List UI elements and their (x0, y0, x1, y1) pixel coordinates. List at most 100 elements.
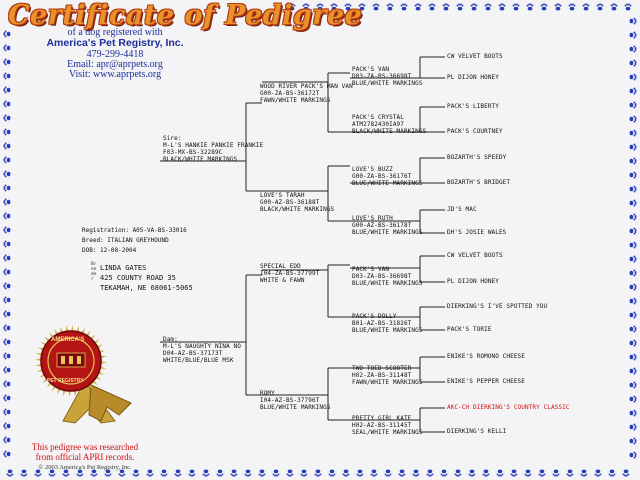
sss-color: BLUE/WHITE MARKINGS (352, 80, 423, 87)
dam-reg: D04-AZ-BS-37173T (163, 350, 223, 357)
seal-ray (35, 358, 42, 361)
dssd-name: PL DIJON HONEY (447, 278, 499, 285)
owner-block: LINDA GATES 425 COUNTY ROAD 35 TEKAMAH, … (100, 263, 193, 293)
sdd-color: BLUE/WHITE MARKINGS (352, 229, 423, 236)
ddds-name: AKC-CH DIERKING'S COUNTRY CLASSIC (447, 404, 570, 411)
registration-number: Registration: A05-VA-BS-33016 (82, 227, 187, 234)
ddd-name: PRETTY GIRL KATE (352, 415, 412, 422)
dsdd-name: PACK'S TORIE (447, 326, 492, 333)
seal-ray (76, 325, 79, 332)
header-phone: 479-299-4418 (86, 49, 144, 60)
sire-reg: F03-MX-BS-32289C (163, 149, 223, 156)
dd-color: BLUE/WHITE MARKINGS (260, 404, 331, 411)
footer-line-2: from official APRI records. (35, 452, 135, 462)
seal-ray (68, 390, 71, 397)
owner-address: 425 COUNTY ROAD 35 (100, 274, 176, 282)
header-email: Email: apr@aprpets.org (67, 59, 163, 70)
sdsd-name: BOZARTH'S BRIDGET (447, 179, 511, 186)
ssds-name: PACK'S LIBERTY (447, 103, 499, 110)
sdd-reg: G00-AZ-BS-36178T (352, 222, 412, 229)
seal-ray (78, 389, 82, 396)
header-website: Visit: www.aprpets.org (68, 69, 162, 80)
ssss-name: CW VELVET BOOTS (447, 53, 503, 60)
ds-color: WHITE & FAWN (260, 277, 305, 284)
seal-ray (36, 368, 43, 372)
seal-ray (37, 347, 44, 351)
sire-name: M-L'S HANKIE PANKIE FRANKIE (163, 142, 264, 149)
sss-name: PACK'S VAN (352, 66, 390, 73)
breed: Breed: ITALIAN GREYHOUND (82, 237, 169, 244)
dss-name: PACK'S VAN (352, 266, 390, 273)
sds-color: BLUE/WHITE MARKINGS (352, 180, 423, 187)
seal-ray (35, 353, 42, 356)
seal-ray (100, 361, 107, 364)
dsss-name: CW VELVET BOOTS (447, 252, 503, 259)
dds-reg: H02-ZA-BS-31148T (352, 372, 412, 379)
dss-color: BLUE/WHITE MARKINGS (352, 280, 423, 287)
registry-seal-icon (35, 325, 132, 424)
dds-name: TWO TOED SCOOTER (352, 365, 412, 372)
owner-name: LINDA GATES (100, 264, 147, 272)
sd-color: BLACK/WHITE MARKINGS (260, 206, 335, 213)
sd-name: LOVE'S TARAH (260, 192, 305, 199)
sddd-name: DH'S JOSIE WALES (447, 229, 507, 236)
sdd-name: LOVE'S RUTH (352, 215, 393, 222)
footer-copyright: © 2003 America's Pet Registry, Inc. (38, 464, 132, 471)
dsd-name: PACK'S DOLLY (352, 313, 397, 320)
sire-label: Sire: (163, 135, 182, 142)
ssd-reg: ATM2782430IA97 (352, 121, 404, 128)
sd-reg: G00-AZ-BS-36188T (260, 199, 320, 206)
seal-ray (73, 390, 77, 397)
ss-color: FAWN/WHITE MARKINGS (260, 97, 331, 104)
dam-name: M-L'S NAUGHTY NINA NO (163, 343, 241, 350)
seal-ray (100, 355, 107, 359)
ss-name: WOOD RIVER PACK'S MAN VAN (260, 83, 353, 90)
dsd-color: BLUE/WHITE MARKINGS (352, 327, 423, 334)
seal-ray (63, 390, 66, 397)
ddss-name: ENIKE'S ROMONO CHEESE (447, 353, 525, 360)
dam-label: Dam: (163, 336, 178, 343)
footer-line-1: This pedigree was researched (31, 442, 139, 452)
seal-ray (71, 325, 74, 332)
seal-ray (81, 327, 85, 334)
sssd-name: PL DIJON HONEY (447, 74, 499, 81)
header-line-1: of a dog registered with (67, 27, 163, 38)
sds-name: LOVE'S BUZZ (352, 166, 393, 173)
header-registry-name: America's Pet Registry, Inc. (46, 37, 184, 49)
ddd-color: SEAL/WHITE MARKINGS (352, 429, 423, 436)
seal-ray (99, 350, 106, 354)
sdds-name: JD'S MAC (447, 206, 477, 213)
seal-ray (65, 325, 69, 332)
seal-ray (35, 363, 42, 367)
ddd-reg: H02-AZ-BS-31145T (352, 422, 412, 429)
seal-ray (57, 388, 61, 395)
seal-ray (60, 326, 64, 333)
ssdd-name: PACK'S COURTNEY (447, 128, 503, 135)
sss-reg: D03-ZA-BS-36698T (352, 73, 412, 80)
ddsd-name: ENIKE'S PEPPER CHEESE (447, 378, 525, 385)
ssd-name: PACK'S CRYSTAL (352, 114, 404, 121)
certificate-title: Certificate of Pedigree (8, 0, 363, 31)
seal-ray (98, 371, 105, 375)
seal-text-bottom: PET REGISTRY (47, 378, 84, 384)
owner-label: Breeder (91, 262, 97, 282)
owner-city: TEKAMAH, NE 68061-5065 (100, 284, 193, 292)
ds-reg: I04-ZA-BS-37799T (260, 270, 320, 277)
seal-ray (100, 366, 107, 369)
sds-reg: G00-ZA-BS-36176T (352, 173, 412, 180)
dddd-name: DIERKING'S KELLI (447, 428, 507, 435)
registration-block: Registration: A05-VA-BS-33016 Breed: ITA… (82, 226, 187, 256)
ds-name: SPECIAL EDD (260, 263, 301, 270)
dds-color: FAWN/WHITE MARKINGS (352, 379, 423, 386)
dsds-name: DIERKING'S I'VE SPOTTED YOU (447, 303, 548, 310)
dss-reg: D03-ZA-BS-36698T (352, 273, 412, 280)
dd-name: ROMY (260, 390, 275, 397)
ssd-color: BLACK/WHITE MARKINGS (352, 128, 427, 135)
seal-text-top: AMERICA'S (51, 337, 85, 343)
sire-color: BLACK/WHITE MARKINGS (163, 156, 238, 163)
dam-color: WHITE/BLUE/BLUE MSK (163, 357, 234, 364)
dsd-reg: B01-AZ-BS-31826T (352, 320, 412, 327)
dd-reg: I04-AZ-BS-37796T (260, 397, 320, 404)
